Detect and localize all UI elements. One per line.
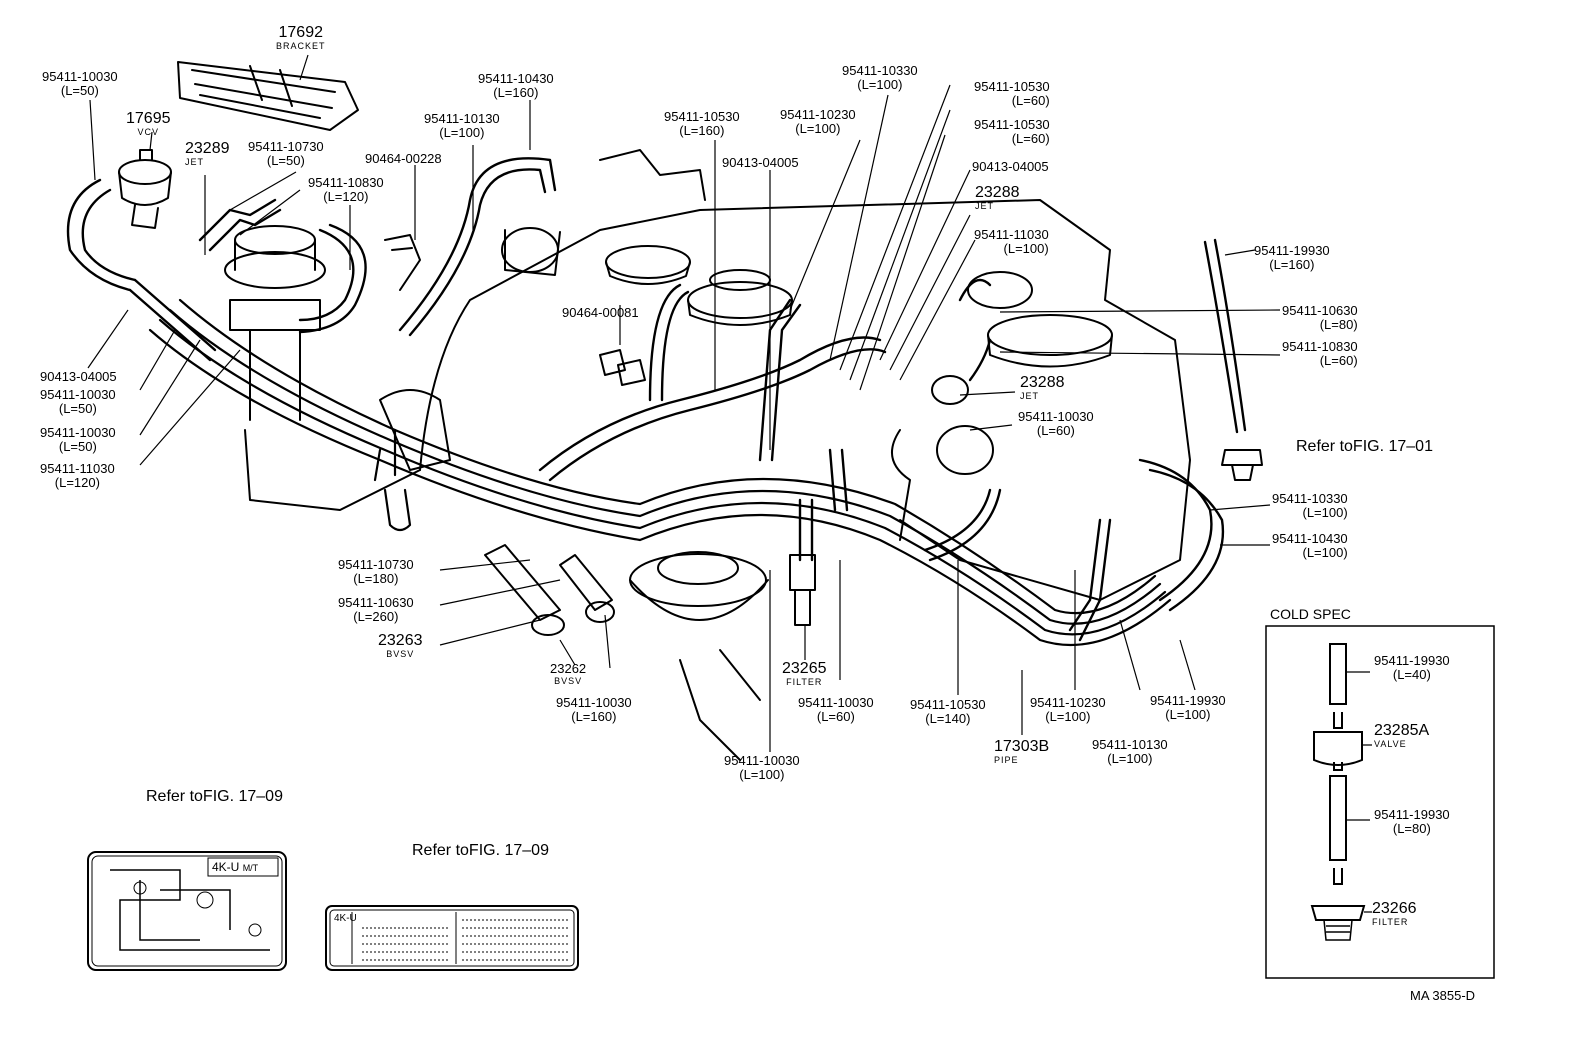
bvsv-drawings — [484, 544, 816, 636]
part-95411-10330-l100-a-label: 95411-10330(L=100) — [842, 63, 918, 92]
part-95411-10130-l100-b-label: 95411-10130(L=100) — [1092, 737, 1168, 766]
part-95411-10030-l60-b-label: 95411-10030(L=60) — [1018, 409, 1094, 438]
part-95411-10230-l100-b-label: 95411-10230(L=100) — [1030, 695, 1106, 724]
part-95411-10030-l50-a-label: 95411-10030(L=50) — [42, 69, 118, 98]
part-95411-10630-l80-label: 95411-10630(L=80) — [1282, 303, 1358, 332]
part-95411-19930-l160-label: 95411-19930(L=160) — [1254, 243, 1330, 272]
refer-fig-17-09-b[interactable]: Refer toFIG. 17–09 — [412, 842, 549, 859]
cold-95411-19930-l40-label: 95411-19930(L=40) — [1374, 653, 1450, 682]
cold-spec-box — [1265, 625, 1495, 979]
part-95411-10530-l160-label: 95411-10530(L=160) — [664, 109, 740, 138]
part-95411-11030-l100-label: 95411-11030(L=100) — [974, 227, 1049, 256]
part-90464-00228-label: 90464-00228 — [365, 151, 442, 166]
part-95411-10230-l100-a-label: 95411-10230(L=100) — [780, 107, 856, 136]
part-95411-11030-l120-label: 95411-11030(L=120) — [40, 461, 115, 490]
clip-drawings — [384, 234, 646, 386]
part-95411-10030-l50-c-label: 95411-10030(L=50) — [40, 387, 116, 416]
part-95411-10430-l160-label: 95411-10430(L=160) — [478, 71, 554, 100]
part-90413-04005-a-label: 90413-04005 — [722, 155, 799, 170]
leader-lines — [87, 54, 1281, 752]
bracket-17692-drawing — [177, 61, 359, 131]
part-95411-10030-l60-c-label: 95411-10030(L=60) — [798, 695, 874, 724]
part-95411-10730-l180-label: 95411-10730(L=180) — [338, 557, 414, 586]
engine-block-drawing — [244, 149, 1191, 601]
carburetor-assembly-drawing — [224, 225, 326, 421]
part-95411-10530-l140-label: 95411-10530(L=140) — [910, 697, 986, 726]
part-95411-19930-l100-label: 95411-19930(L=100) — [1150, 693, 1226, 722]
part-95411-10130-l100-a-label: 95411-10130(L=100) — [424, 111, 500, 140]
actuator-drawings — [501, 227, 1033, 761]
vcv-17695-drawing — [118, 149, 172, 229]
plate-b-text: 4K-U — [334, 913, 357, 924]
part-95411-10730-l50-label: 95411-10730(L=50) — [248, 139, 324, 168]
pipe-bundle-17303b-drawing — [148, 298, 1172, 647]
label-plate-a — [87, 851, 287, 971]
label-plate-b — [325, 905, 579, 971]
part-95411-10830-l60-label: 95411-10830(L=60) — [1282, 339, 1358, 368]
part-95411-10530-l60-b-label: 95411-10530(L=60) — [974, 79, 1050, 108]
part-95411-10430-l100-b-label: 95411-10430(L=100) — [1272, 531, 1348, 560]
part-95411-10030-l100-label: 95411-10030(L=100) — [724, 753, 800, 782]
part-95411-10330-l100-b-label: 95411-10330(L=100) — [1272, 491, 1348, 520]
part-95411-10630-l260-label: 95411-10630(L=260) — [338, 595, 414, 624]
plate-a-text: 4K-U M/T — [212, 860, 259, 874]
vacuum-hoses-drawing — [66, 157, 1247, 642]
part-95411-10530-l60-c-label: 95411-10530(L=60) — [974, 117, 1050, 146]
filter-upper-right-drawing — [1221, 449, 1263, 481]
part-90464-00081-label: 90464-00081 — [562, 305, 639, 320]
part-90413-04005-b-label: 90413-04005 — [972, 159, 1049, 174]
part-95411-10030-l160-label: 95411-10030(L=160) — [556, 695, 632, 724]
refer-fig-17-09-a[interactable]: Refer toFIG. 17–09 — [146, 788, 283, 805]
cold-spec-title: COLD SPEC — [1270, 606, 1351, 622]
cold-95411-19930-l80-label: 95411-19930(L=80) — [1374, 807, 1450, 836]
refer-fig-17-01[interactable]: Refer toFIG. 17–01 — [1296, 438, 1433, 455]
drawing-code: MA 3855-D — [1410, 988, 1476, 1003]
part-95411-10030-l50-d-label: 95411-10030(L=50) — [40, 425, 116, 454]
part-90413-04005-c-label: 90413-04005 — [40, 369, 117, 384]
part-95411-10830-l120-label: 95411-10830(L=120) — [308, 175, 384, 204]
